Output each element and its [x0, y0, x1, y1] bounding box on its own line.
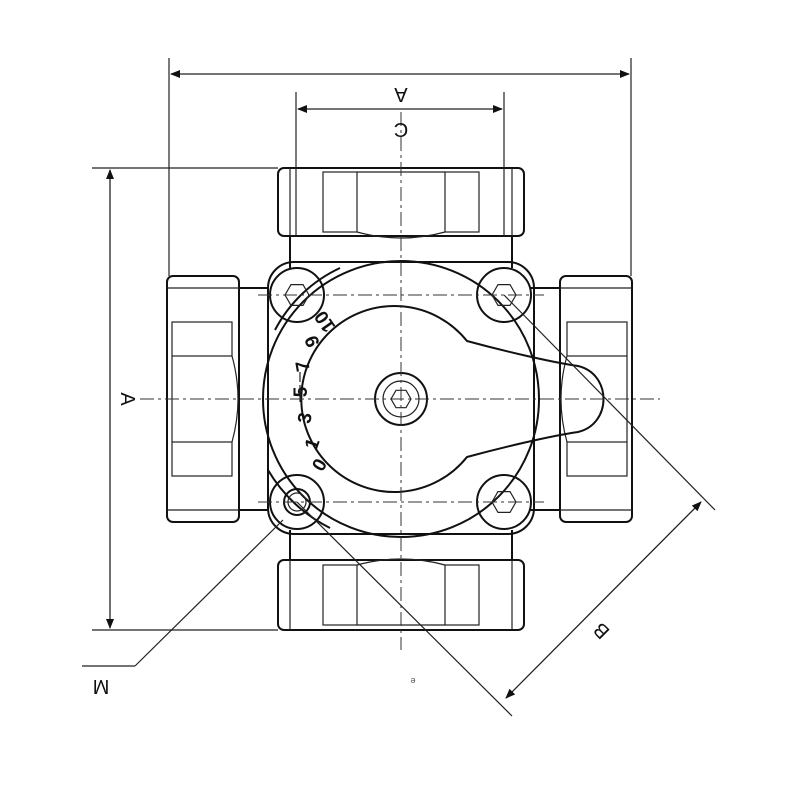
scale-mark-3: 3: [294, 411, 317, 425]
dimension-left-vertical: [92, 167, 278, 631]
center-lines: [140, 112, 660, 650]
scale-mark-0: 0: [308, 455, 331, 475]
dimension-top-overall: [168, 58, 632, 276]
position-scale: 0 1 3 5 7 9 10: [291, 306, 340, 475]
dimension-label-b: B: [589, 618, 614, 643]
scale-mark-1: 1: [301, 435, 324, 453]
dimension-diagonal: [296, 294, 716, 717]
dimension-label-c: C: [394, 118, 408, 140]
note-mark: e: [410, 676, 415, 686]
scale-mark-10: 10: [311, 306, 340, 335]
scale-mark-7: 7: [292, 359, 315, 373]
dimension-top-inner: [295, 92, 505, 236]
dimension-label-left-a: A: [116, 392, 138, 406]
dimension-label-top-a: A: [394, 83, 408, 105]
bolt-label-m: M: [93, 675, 110, 697]
leader-m: [82, 519, 284, 667]
scale-mark-5: 5: [291, 386, 312, 397]
